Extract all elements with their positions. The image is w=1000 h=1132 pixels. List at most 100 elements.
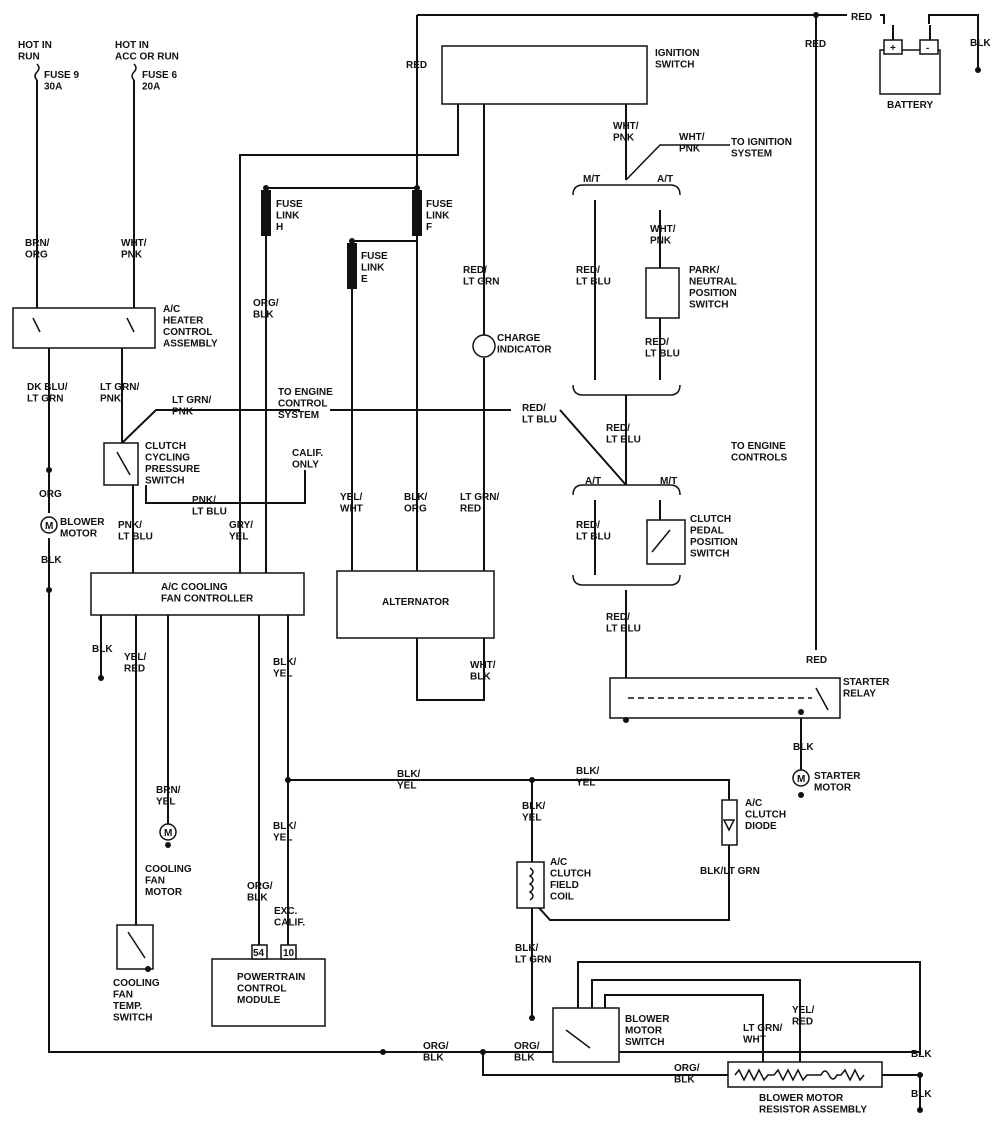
motor-letter: M [164,828,172,839]
heater-control-box [12,307,156,349]
label-wht-pnk-hvac: WHT/PNK [121,238,147,261]
clutch-cycling-switch-box [103,442,139,486]
label-mt-1: M/T [583,174,600,185]
label-blk-ltgrn-2: BLK/LT GRN [515,943,551,966]
label-blk-1: BLK [41,555,62,566]
fuse-symbols [34,63,137,81]
fan-controller-box [90,572,305,616]
label-minus: - [926,43,929,54]
label-red-ltblu-1: RED/LT BLU [576,265,611,288]
fuse-links [261,190,422,289]
label-red-ltblu-3: RED/LT BLU [606,423,641,446]
label-alternator: ALTERNATOR [382,597,450,608]
label-plus: + [890,43,896,54]
ac-clutch-diode-box [721,799,738,846]
label-blk-2: BLK [92,644,113,655]
pcm-box [211,958,326,1027]
label-red-ltblu-4: RED/LT BLU [576,520,611,543]
label-org: ORG [39,489,62,500]
label-gry-yel: GRY/YEL [229,520,253,543]
label-calif-only: CALIF.ONLY [292,448,323,471]
label-blk-org: BLK/ORG [404,492,428,515]
battery-box [879,49,941,95]
label-red-bus: RED [851,12,872,23]
label-brn-yel: BRN/YEL [156,785,181,808]
label-brn-org: BRN/ORG [25,238,50,261]
resistor-box [727,1061,883,1088]
label-blk-r1: BLK [911,1049,932,1060]
label-ltgrn-red: LT GRN/RED [460,492,499,515]
fuse-link-h [261,190,271,236]
label-org-blk-resistor: ORG/BLK [674,1063,700,1086]
label-blk-yel-1: BLK/YEL [273,657,297,680]
components [12,39,941,1088]
label-ltgrn-pnk-1: LT GRN/PNK [100,382,139,405]
junctions [46,12,981,1113]
blower-motor-icon [40,516,58,534]
motor-letter: M [797,774,805,785]
alternator-box [336,570,495,639]
label-ltgrn-pnk-2: LT GRN/PNK [172,395,211,418]
brackets [572,184,681,586]
label-red-ltblu-6: RED/LT BLU [606,612,641,635]
label-org-blk-bottom: ORG/BLK [423,1041,449,1064]
label-yel-wht: YEL/WHT [340,492,363,515]
label-yel-red: YEL/RED [124,652,146,675]
charge-indicator-icon [472,334,496,358]
label-ltgrn-wht: LT GRN/WHT [743,1023,782,1046]
motors: M M M [40,334,810,841]
label-blk-starter: BLK [793,742,814,753]
label-blk-batt: BLK [970,38,991,49]
label-pnk-ltblu-2: PNK/LT BLU [118,520,153,543]
label-battery: BATTERY [887,100,933,111]
motor-letter: M [45,521,53,532]
label-red-top: RED [406,60,427,71]
cooling-fan-motor-icon [159,823,177,841]
label-red-ltgrn: RED/LT GRN [463,265,499,288]
label-blk-yel-2: BLK/YEL [397,769,421,792]
label-blk-yel-5: BLK/YEL [273,821,297,844]
label-yel-red-2: YEL/RED [792,1005,814,1028]
fuse-link-e [347,243,357,289]
label-wht-pnk-2: WHT/PNK [679,132,705,155]
label-blk-r2: BLK [911,1089,932,1100]
starter-motor-icon [792,769,810,787]
clutch-pedal-switch-box [646,519,686,565]
label-wht-pnk-3: WHT/PNK [650,224,676,247]
blower-switch-box [552,1007,620,1063]
label-org-blk-pcm: ORG/BLK [247,881,273,904]
label-red-ltblu-2: RED/LT BLU [645,337,680,360]
label-at-1: A/T [657,174,673,185]
label-mt-2: M/T [660,476,677,487]
ignition-switch-box [441,45,648,105]
label-wht-pnk-1: WHT/PNK [613,121,639,144]
label-blk-yel-4: BLK/YEL [522,801,546,824]
starter-relay-box [609,677,841,719]
label-blk-ltgrn-1: BLK/LT GRN [700,866,760,877]
